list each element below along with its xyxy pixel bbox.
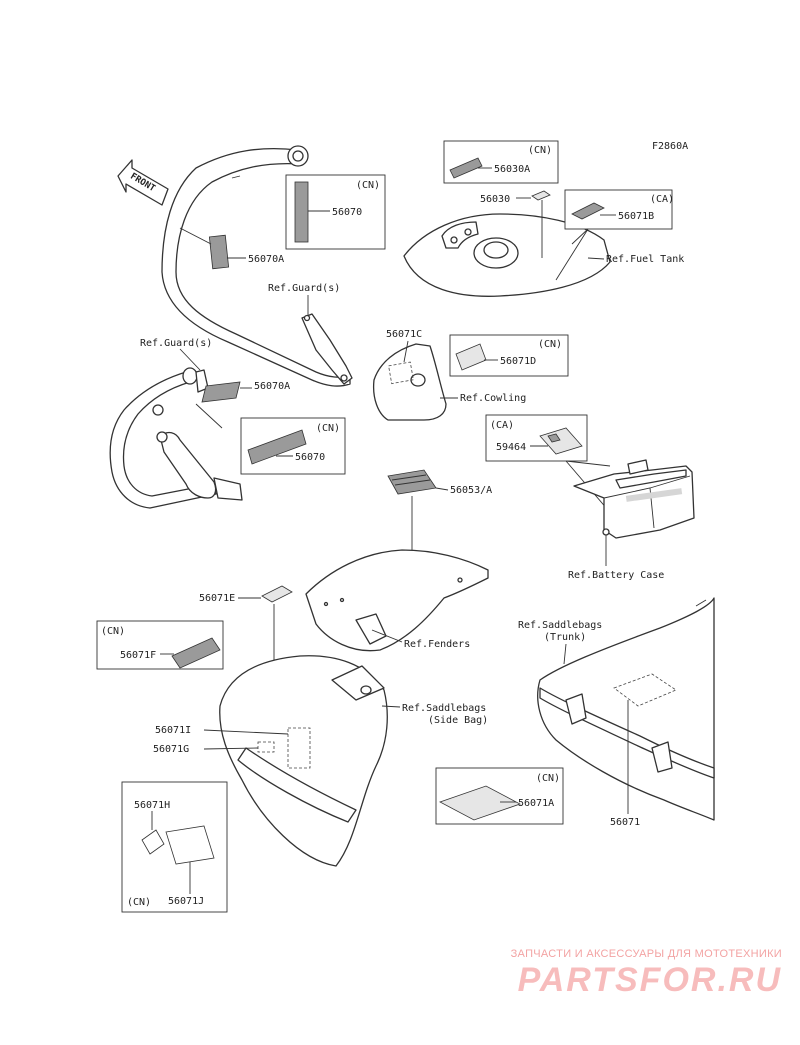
watermark: ЗАПЧАСТИ И АКСЕССУАРЫ ДЛЯ МОТОТЕХНИКИ PA… (482, 948, 782, 1000)
label-59464: 59464 (496, 442, 526, 453)
watermark-tagline: ЗАПЧАСТИ И АКСЕССУАРЫ ДЛЯ МОТОТЕХНИКИ (510, 948, 782, 960)
ref-saddlebags-trunk-2: (Trunk) (544, 632, 586, 643)
cn-tag-2: (CN) (316, 423, 340, 434)
decal-56070A-top (208, 234, 230, 270)
ref-saddlebags-side-1: Ref.Saddlebags (402, 703, 486, 714)
ref-cowling: Ref.Cowling (460, 393, 526, 404)
ref-saddlebags-trunk-1: Ref.Saddlebags (518, 620, 602, 631)
decal-56071B (571, 202, 605, 220)
ref-fenders: Ref.Fenders (404, 639, 470, 650)
label-56071D: 56071D (500, 356, 536, 367)
decal-56070A-mid (201, 381, 241, 403)
label-56071G: 56071G (153, 744, 189, 755)
label-56071I: 56071I (155, 725, 191, 736)
ref-battery-case: Ref.Battery Case (568, 570, 664, 581)
figure-code: F2860A (652, 141, 688, 152)
label-56071E: 56071E (199, 593, 235, 604)
decal-56030A (449, 157, 483, 179)
battery-case (573, 459, 695, 539)
cn-tag-1: (CN) (356, 180, 380, 191)
decal-56070-mid (247, 429, 307, 465)
label-56071: 56071 (610, 817, 640, 828)
decal-56030 (531, 190, 551, 201)
decal-56071F (171, 637, 221, 669)
cn-box-56030A (443, 140, 559, 184)
cn-tag-4: (CN) (538, 339, 562, 350)
label-56070A-top: 56070A (248, 254, 284, 265)
saddlebag-side (219, 655, 388, 867)
fenders (305, 549, 489, 652)
label-56071F: 56071F (120, 650, 156, 661)
label-56030: 56030 (480, 194, 510, 205)
decal-59464 (539, 427, 583, 455)
decal-59464-mark (547, 433, 561, 443)
cn-tag-3: (CN) (528, 145, 552, 156)
front-arrow-icon: FRONT (117, 159, 169, 206)
ca-tag-1: (CA) (650, 194, 674, 205)
watermark-brand-logo: PARTSFOR.RU (517, 961, 782, 999)
decal-56070-top (294, 181, 309, 243)
guard-lower (109, 367, 243, 509)
label-56071B: 56071B (618, 211, 654, 222)
decal-56053 (387, 469, 437, 495)
label-56070-mid: 56070 (295, 452, 325, 463)
decal-56071H (141, 829, 165, 855)
label-56071C: 56071C (386, 329, 422, 340)
decal-56071J (165, 825, 215, 865)
label-56030A: 56030A (494, 164, 530, 175)
label-56071A: 56071A (518, 798, 554, 809)
saddlebag-trunk (537, 597, 715, 821)
label-56070-top: 56070 (332, 207, 362, 218)
ref-saddlebags-side-2: (Side Bag) (428, 715, 488, 726)
cowling (372, 343, 447, 421)
label-56071H: 56071H (134, 800, 170, 811)
ref-guard-left: Ref.Guard(s) (140, 338, 212, 349)
ca-tag-2: (CA) (490, 420, 514, 431)
guard-upper (161, 145, 353, 387)
label-56070A-mid: 56070A (254, 381, 290, 392)
decal-56071E (261, 585, 293, 603)
decal-56071A (439, 785, 521, 821)
cn-tag-6: (CN) (127, 897, 151, 908)
ref-guard-top: Ref.Guard(s) (268, 283, 340, 294)
label-56071J: 56071J (168, 896, 204, 907)
cn-tag-5: (CN) (101, 626, 125, 637)
cn-tag-7: (CN) (536, 773, 560, 784)
ref-fuel-tank: Ref.Fuel Tank (606, 254, 684, 265)
label-56053: 56053/A (450, 485, 492, 496)
